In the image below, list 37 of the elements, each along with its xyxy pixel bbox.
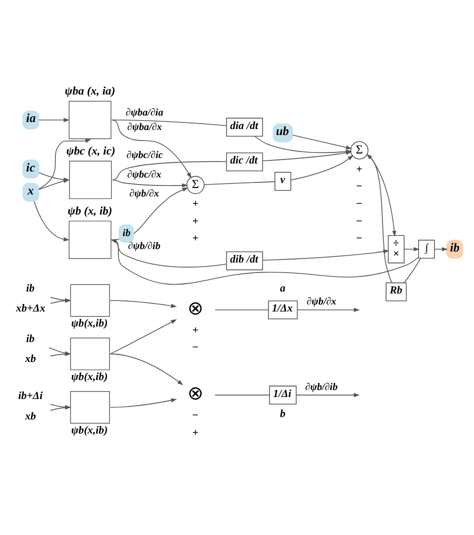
node-label: ψbc (x, ic) (66, 145, 116, 157)
node-label: ψba (x, ia) (64, 85, 116, 98)
node-label: ψb (x, ib) (68, 204, 112, 217)
label: + (192, 324, 198, 336)
node-text: xb+Δx (16, 302, 46, 314)
node-text: xb (25, 352, 36, 365)
edge-label: ∂ψb/∂ib (128, 240, 160, 252)
edge-label: ∂ψba/∂x (127, 121, 162, 132)
edge-label: ∂ψb/∂ib (305, 381, 338, 392)
node-label: ψb(x,ib) (71, 370, 108, 382)
label: + (356, 162, 362, 175)
label: b (280, 408, 286, 420)
label: + (192, 214, 198, 227)
label: − (356, 197, 362, 210)
label: a (280, 282, 286, 294)
label: + (192, 232, 198, 244)
label: − (192, 409, 198, 422)
label: − (192, 341, 198, 354)
node-text: xb (25, 410, 36, 422)
label: − (356, 214, 362, 227)
node-text: ib+Δi (18, 390, 43, 402)
edge-label: ∂ψb/∂x (306, 296, 336, 308)
edge-label: ∂ψb/∂x (129, 188, 160, 199)
edge-label: ∂ψba/∂ia (126, 106, 164, 118)
node-text: ib (26, 332, 35, 345)
edge-label: ib (122, 227, 131, 238)
edge-label: ∂ψbc/∂x (127, 169, 162, 180)
node-text: ⊗ (188, 383, 204, 404)
node-label: ψb(x,ib) (71, 424, 108, 436)
label: − (356, 232, 362, 244)
node-text: ⊗ (188, 298, 204, 319)
node-label: ψb(x,ib) (71, 316, 108, 329)
label: + (192, 197, 198, 210)
edge-label: ∂ψbc/∂ic (126, 150, 163, 161)
node-text: ib (26, 282, 35, 294)
label: − (356, 180, 362, 192)
label: + (192, 426, 198, 438)
